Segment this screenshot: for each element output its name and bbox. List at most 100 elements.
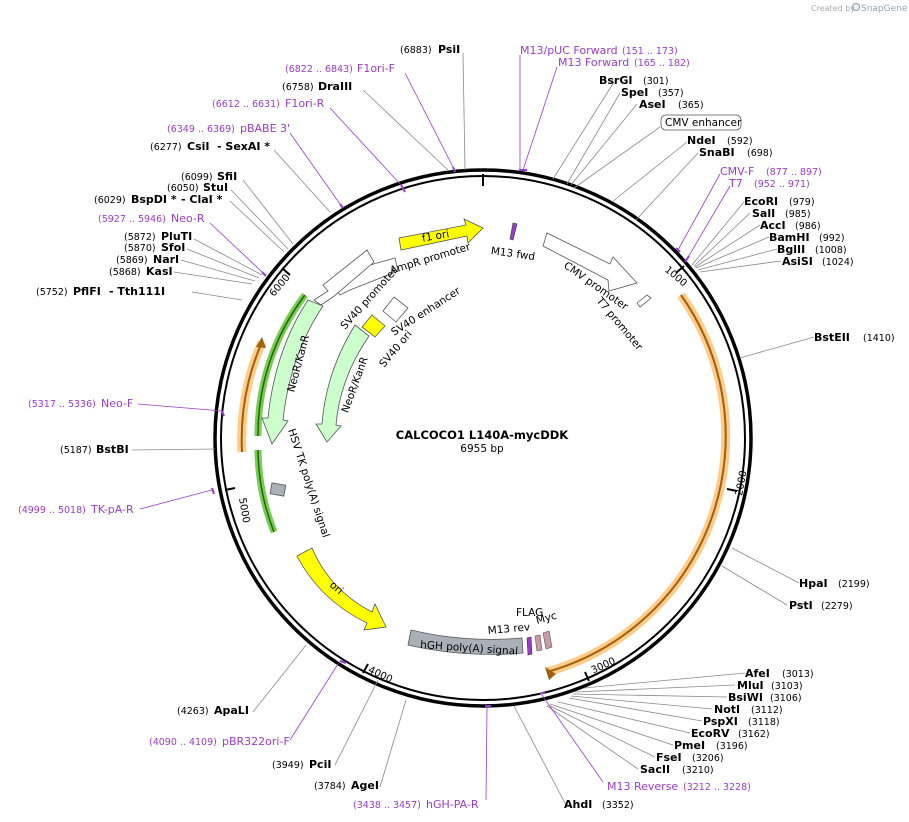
enzyme-pos: (5868): [109, 267, 141, 278]
enzyme-label[interactable]: NdeI: [687, 134, 716, 147]
enzyme-label[interactable]: EcoRI: [744, 195, 778, 208]
enzyme-label[interactable]: HpaI: [799, 577, 828, 590]
credit-text: Created by: [811, 4, 855, 13]
enzyme-pos: (365): [678, 100, 704, 111]
flag-mark: [534, 634, 543, 652]
primer-range: (4999 .. 5018): [18, 505, 86, 516]
primer-label[interactable]: F1ori-F: [357, 62, 395, 75]
m13-fwd-mark: [509, 222, 518, 241]
primer-range: (6349 .. 6369): [167, 124, 235, 135]
primer-label[interactable]: pBABE 3': [240, 122, 290, 135]
enzyme-pos: (6050): [167, 183, 199, 194]
f1-ori-label: f1 ori: [421, 228, 450, 245]
enzyme-label[interactable]: ApaLI: [214, 704, 249, 717]
enzyme-label-extra[interactable]: - Tth111I: [109, 285, 165, 298]
primer-range: (6612 .. 6631): [212, 99, 280, 110]
tick-label-1000: 1000: [662, 264, 689, 289]
enzyme-label-extra[interactable]: - ClaI *: [181, 193, 223, 206]
enzyme-label[interactable]: NotI: [714, 703, 740, 716]
enzyme-pos: (3352): [602, 800, 634, 811]
enzyme-label[interactable]: PciI: [309, 758, 331, 771]
enzyme-label[interactable]: SpeI: [621, 86, 648, 99]
enzyme-label[interactable]: FseI: [656, 751, 682, 764]
enzyme-label[interactable]: BspDI *: [131, 193, 177, 206]
enzyme-label[interactable]: AfeI: [745, 667, 770, 680]
enzyme-label[interactable]: BglII: [777, 243, 805, 256]
snapgene-logo-icon: [851, 2, 861, 12]
primer-mark-m13-reverse: [539, 691, 546, 695]
enzyme-label[interactable]: SacII: [640, 763, 670, 776]
primer-label[interactable]: TK-pA-R: [90, 503, 134, 516]
enzyme-label[interactable]: PspXI: [703, 715, 738, 728]
enzyme-pos: (3949): [272, 760, 304, 771]
neokanr-arrow-1: [261, 299, 324, 445]
enzyme-label[interactable]: BsiWI: [728, 691, 763, 704]
primer-label[interactable]: M13 Reverse: [607, 780, 678, 793]
tick-5000: [224, 487, 236, 491]
enzyme-label[interactable]: PluTI: [161, 230, 192, 243]
primer-label[interactable]: M13 Forward: [558, 56, 629, 69]
enzyme-pos: (986): [795, 221, 821, 232]
enzyme-label[interactable]: AseI: [639, 98, 666, 111]
enzyme-pos: (2279): [821, 601, 853, 612]
amp-arc-core: [240, 341, 263, 453]
enzyme-leaders: [131, 52, 815, 806]
enzyme-label[interactable]: KasI: [146, 265, 173, 278]
tick-label-5000: 5000: [236, 497, 251, 524]
enzyme-pos: (5869): [116, 255, 148, 266]
enzyme-label[interactable]: BsrGI: [599, 74, 632, 87]
primer-range: (952 .. 971): [754, 179, 810, 190]
primer-label[interactable]: M13/pUC Forward: [520, 44, 618, 57]
primer-label[interactable]: Neo-R: [171, 212, 205, 225]
enzyme-label[interactable]: AsiSI: [782, 255, 813, 268]
enzyme-label[interactable]: StuI: [203, 181, 228, 194]
primer-range: (165 .. 182): [634, 58, 690, 69]
enzyme-pos: (6758): [282, 82, 314, 93]
enzyme-pos: (3103): [771, 681, 803, 692]
enzyme-label[interactable]: BstBI: [96, 443, 129, 456]
primer-range: (6822 .. 6843): [285, 64, 353, 75]
enzyme-pos: (4263): [177, 706, 209, 717]
enzyme-label[interactable]: PsiI: [438, 43, 460, 56]
myc-label: Myc: [535, 610, 559, 627]
enzyme-pos: (3196): [716, 741, 748, 752]
enzyme-label[interactable]: BamHI: [769, 231, 810, 244]
enzyme-pos: (3118): [748, 717, 780, 728]
primer-label[interactable]: pBR322ori-F: [222, 735, 290, 748]
primer-range: (5927 .. 5946): [98, 214, 166, 225]
primer-label[interactable]: hGH-PA-R: [426, 798, 479, 811]
enzyme-label[interactable]: PflFI: [73, 285, 101, 298]
enzyme-label[interactable]: NarI: [153, 253, 179, 266]
enzyme-label[interactable]: DraIII: [318, 80, 352, 93]
enzyme-pos: (985): [785, 209, 811, 220]
enzyme-pos: (6277): [150, 142, 182, 153]
enzyme-label[interactable]: EcoRV: [691, 727, 730, 740]
enzyme-label[interactable]: PmeI: [674, 739, 705, 752]
enzyme-label[interactable]: PstI: [789, 599, 813, 612]
enzyme-label[interactable]: CsiI: [187, 140, 209, 153]
cmv-enhancer-box: [660, 114, 742, 131]
enzyme-pos: (5870): [124, 243, 156, 254]
primer-label[interactable]: CMV-F: [720, 165, 754, 178]
enzyme-label[interactable]: SfoI: [161, 241, 185, 254]
enzyme-label[interactable]: SfiI: [217, 170, 237, 183]
primer-label[interactable]: T7: [728, 177, 743, 190]
primer-label[interactable]: Neo-F: [101, 397, 133, 410]
enzyme-label[interactable]: AgeI: [351, 779, 379, 792]
m13-rev-label: M13 rev: [487, 621, 530, 637]
m13-rev-mark: [526, 636, 533, 656]
enzyme-label[interactable]: SalI: [752, 207, 775, 220]
enzyme-label[interactable]: BstEII: [814, 331, 850, 344]
primer-label[interactable]: F1ori-R: [285, 97, 325, 110]
enzyme-label[interactable]: SnaBI: [699, 146, 735, 159]
tick-3000: [584, 671, 590, 682]
m13-fwd-label: M13 fwd: [490, 245, 536, 263]
enzyme-label-extra[interactable]: - SexAI *: [217, 140, 270, 153]
enzyme-label[interactable]: MluI: [737, 679, 764, 692]
sv40-enhancer-block: [382, 296, 409, 323]
credit-brand: SnapGene: [861, 4, 908, 14]
t7-promoter-arrow: [636, 294, 652, 308]
enzyme-label[interactable]: AccI: [760, 219, 786, 232]
enzyme-label[interactable]: AhdI: [564, 798, 592, 811]
primer-range: (877 .. 897): [766, 167, 822, 178]
